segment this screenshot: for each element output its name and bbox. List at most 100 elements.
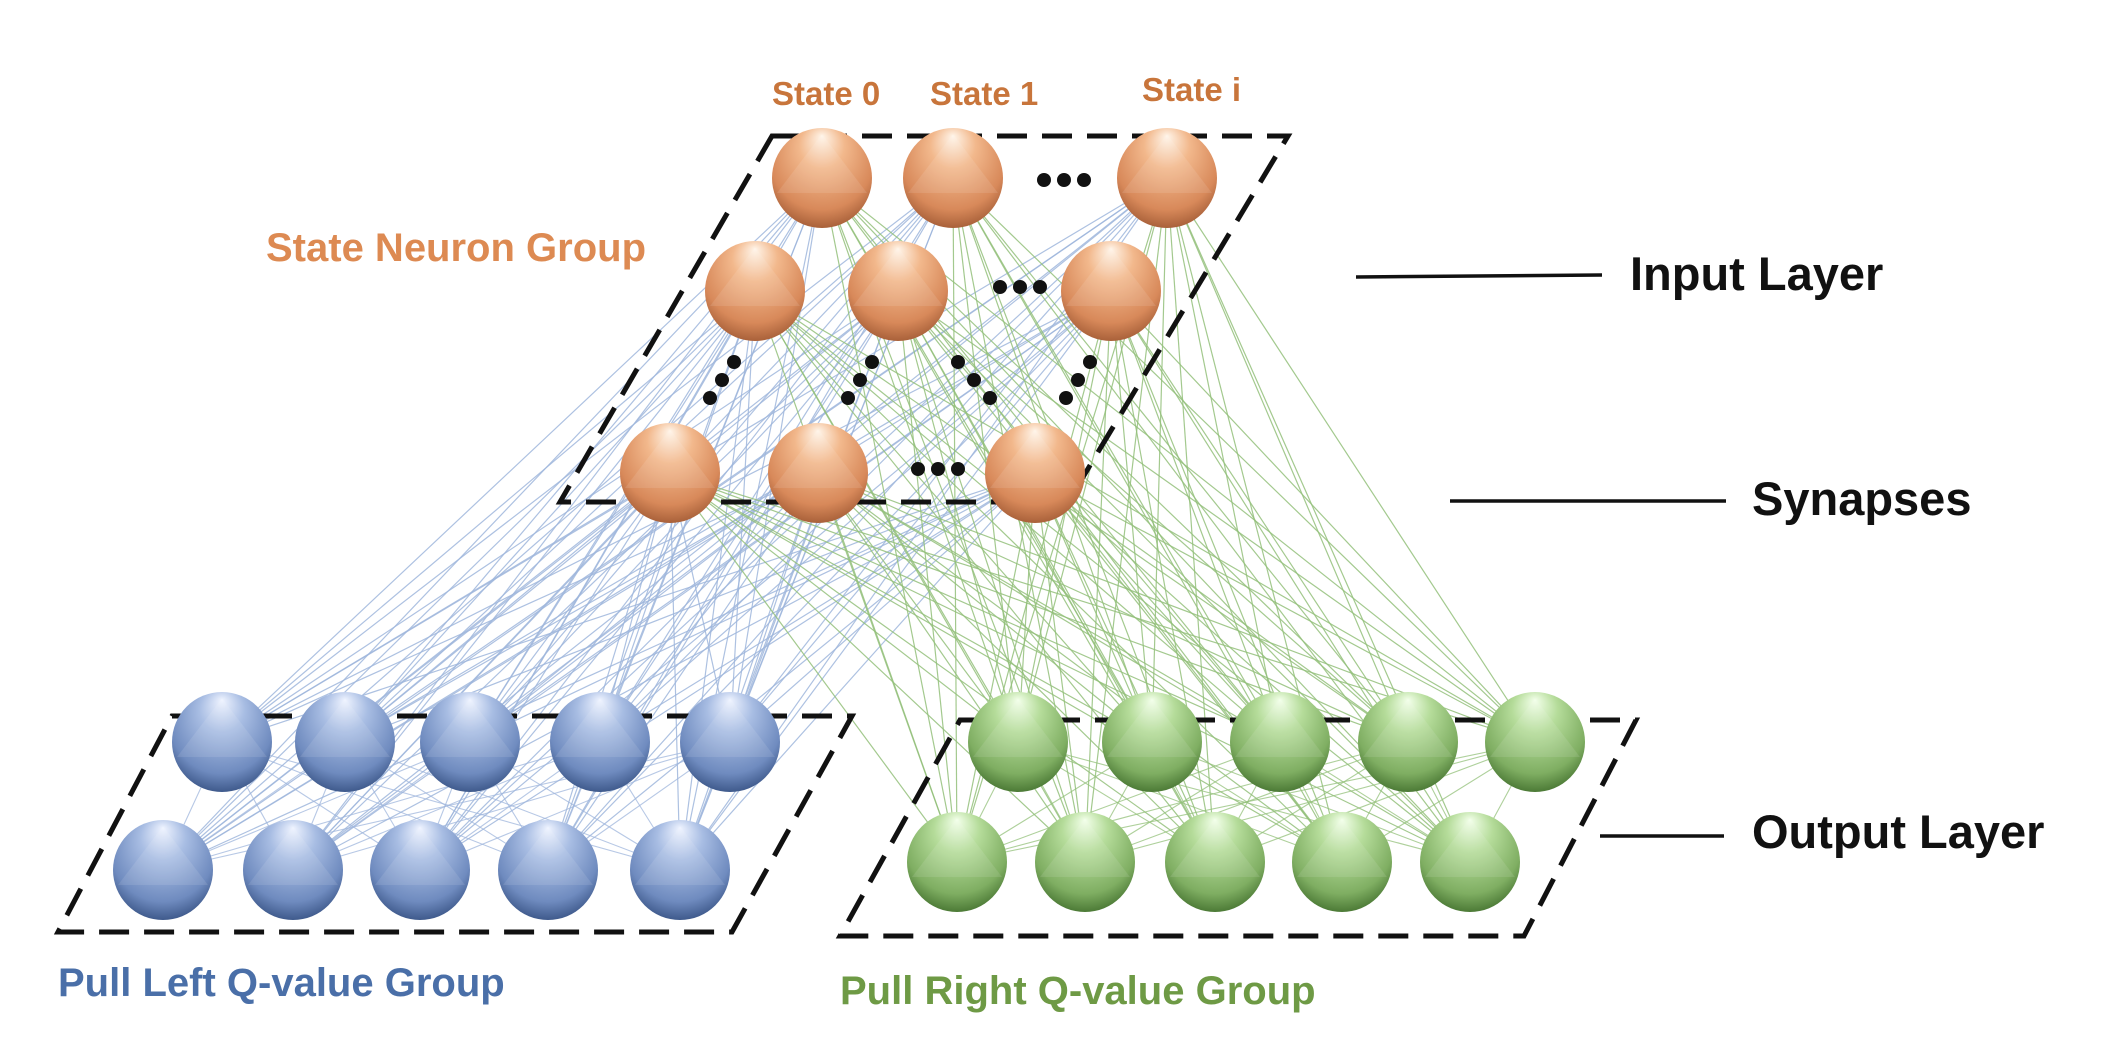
synapse-right — [1084, 741, 1536, 863]
synapse-right — [669, 472, 1343, 863]
synapse-left — [729, 472, 1036, 743]
left-neuron — [172, 692, 272, 792]
ellipsis-dot — [1057, 173, 1071, 187]
synapse-left — [469, 472, 671, 743]
right-neuron-body — [1292, 812, 1392, 912]
state-label-i: State i — [1142, 71, 1241, 108]
synapse-left — [547, 290, 1112, 871]
right-neuron-body — [1165, 812, 1265, 912]
synapse-right — [1034, 472, 1281, 743]
synapse-right — [817, 472, 1153, 743]
right-neuron — [907, 812, 1007, 912]
state-neuron-highlight — [1122, 134, 1212, 193]
synapse-left — [162, 290, 756, 871]
state-neuron-highlight — [853, 247, 943, 306]
state-group-frame — [555, 133, 1293, 505]
right-neuron — [1035, 812, 1135, 912]
left-neuron — [113, 820, 213, 920]
right-neuron-body — [907, 812, 1007, 912]
synapse-right — [817, 472, 1471, 863]
state-neuron — [1061, 241, 1161, 341]
synapse-right — [817, 472, 1281, 743]
right-neuron-highlight — [912, 818, 1002, 877]
right-neuron-body — [1035, 812, 1135, 912]
right-neuron-body — [1102, 692, 1202, 792]
synapse-left — [292, 472, 671, 871]
state-neuron-highlight — [1066, 247, 1156, 306]
synapse-right — [821, 177, 958, 863]
ellipsis-dot — [703, 391, 717, 405]
right-neuron — [1420, 812, 1520, 912]
left-neuron-highlight — [555, 698, 645, 757]
synapse-left — [419, 741, 731, 871]
synapse-right — [956, 741, 1409, 863]
left-neuron-highlight — [503, 826, 593, 885]
right-neuron — [1165, 812, 1265, 912]
state-neuron — [705, 241, 805, 341]
ellipsis-dot — [1033, 280, 1047, 294]
left-neuron-highlight — [177, 698, 267, 757]
right-neuron-highlight — [973, 698, 1063, 757]
synapse-right — [1034, 472, 1536, 743]
state-neuron-body — [705, 241, 805, 341]
right-neuron-highlight — [1425, 818, 1515, 877]
synapse-right — [952, 177, 1536, 743]
left-neuron — [370, 820, 470, 920]
right-neuron-highlight — [1107, 698, 1197, 757]
synapse-right — [817, 472, 1019, 743]
synapse-right — [817, 472, 1409, 743]
synapse-right — [669, 472, 958, 863]
ellipsis-dot — [1059, 391, 1073, 405]
right-neuron-highlight — [1170, 818, 1260, 877]
state-neuron-highlight — [773, 429, 863, 488]
ellipsis-dot — [1071, 373, 1085, 387]
synapse-right — [817, 472, 1086, 863]
synapse-left — [292, 290, 1112, 871]
state-neuron-body — [620, 423, 720, 523]
output-layer-label: Output Layer — [1752, 805, 2044, 858]
synapse-right — [1034, 472, 1086, 863]
left-neuron-body — [295, 692, 395, 792]
right-neuron-body — [1230, 692, 1330, 792]
right-neuron-body — [1358, 692, 1458, 792]
synapse-left — [162, 177, 954, 871]
left-neuron-body — [550, 692, 650, 792]
state-neuron-highlight — [710, 247, 800, 306]
left-neuron-highlight — [375, 826, 465, 885]
synapse-left — [599, 290, 1112, 743]
ellipsis-dots — [703, 173, 1097, 476]
left-neuron — [550, 692, 650, 792]
synapse-left — [599, 472, 819, 743]
state-neuron-body — [985, 423, 1085, 523]
left-neuron-highlight — [635, 826, 725, 885]
left-neuron-body — [370, 820, 470, 920]
synapse-left — [162, 472, 1036, 871]
ellipsis-dot — [993, 280, 1007, 294]
synapse-right — [1166, 177, 1216, 863]
left-neuron-body — [113, 820, 213, 920]
synapse-right — [1166, 177, 1409, 743]
state-neuron — [985, 423, 1085, 523]
ellipsis-dot — [853, 373, 867, 387]
ellipsis-dot — [715, 373, 729, 387]
state-neuron-body — [768, 423, 868, 523]
state-neuron-highlight — [777, 134, 867, 193]
right-neuron-body — [1420, 812, 1520, 912]
synapse-left — [469, 472, 819, 743]
synapse-right — [1166, 177, 1536, 743]
synapse-right — [669, 472, 1216, 863]
synapse-left — [162, 472, 819, 871]
synapse-right — [754, 290, 1409, 743]
synapse-right — [897, 290, 1019, 743]
synapse-left — [162, 741, 471, 871]
synapse-left — [162, 472, 671, 871]
synapse-left — [344, 472, 819, 743]
left-neuron-highlight — [248, 826, 338, 885]
synapse-left — [419, 290, 1112, 871]
synapse-left — [221, 741, 681, 871]
ellipsis-dot — [951, 462, 965, 476]
state-neuron-body — [772, 128, 872, 228]
input-layer-connector — [1355, 273, 1603, 279]
left-neuron-body — [243, 820, 343, 920]
